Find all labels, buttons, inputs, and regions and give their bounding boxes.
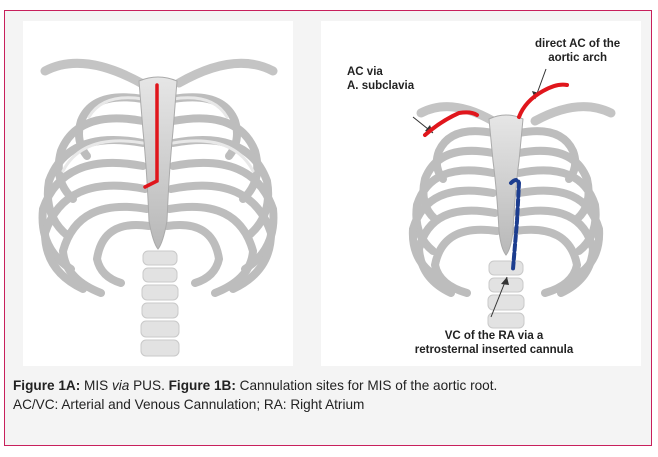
caption-line-1: Figure 1A: MIS via PUS. Figure 1B: Cannu… — [13, 376, 643, 395]
figure-panel-a — [23, 21, 293, 366]
annotation-line: VC of the RA via a — [389, 329, 599, 343]
annotation-line: retrosternal inserted cannula — [389, 343, 599, 357]
caption-text: MIS — [80, 378, 112, 393]
annotation-line: direct AC of the — [535, 37, 620, 51]
caption-abbreviations: AC/VC: Arterial and Venous Cannulation; … — [13, 395, 643, 414]
annotation-line: aortic arch — [535, 51, 620, 65]
annotation-direct-ac: direct AC of the aortic arch — [535, 37, 620, 65]
annotation-vc-ra: VC of the RA via a retrosternal inserted… — [389, 329, 599, 357]
ribcage-illustration-a — [23, 21, 293, 366]
figure-caption: Figure 1A: MIS via PUS. Figure 1B: Cannu… — [13, 376, 643, 414]
figure-frame: AC via A. subclavia direct AC of the aor… — [4, 10, 652, 446]
caption-text: PUS. — [129, 378, 168, 393]
annotation-line: AC via — [347, 65, 414, 79]
annotation-ac-subclavia: AC via A. subclavia — [347, 65, 414, 93]
caption-label-b: Figure 1B: — [169, 378, 236, 393]
annotation-line: A. subclavia — [347, 79, 414, 93]
caption-label-a: Figure 1A: — [13, 378, 80, 393]
caption-italic-text: via — [112, 378, 129, 393]
figure-panel-b: AC via A. subclavia direct AC of the aor… — [321, 21, 641, 366]
caption-text: Cannulation sites for MIS of the aortic … — [236, 378, 497, 393]
